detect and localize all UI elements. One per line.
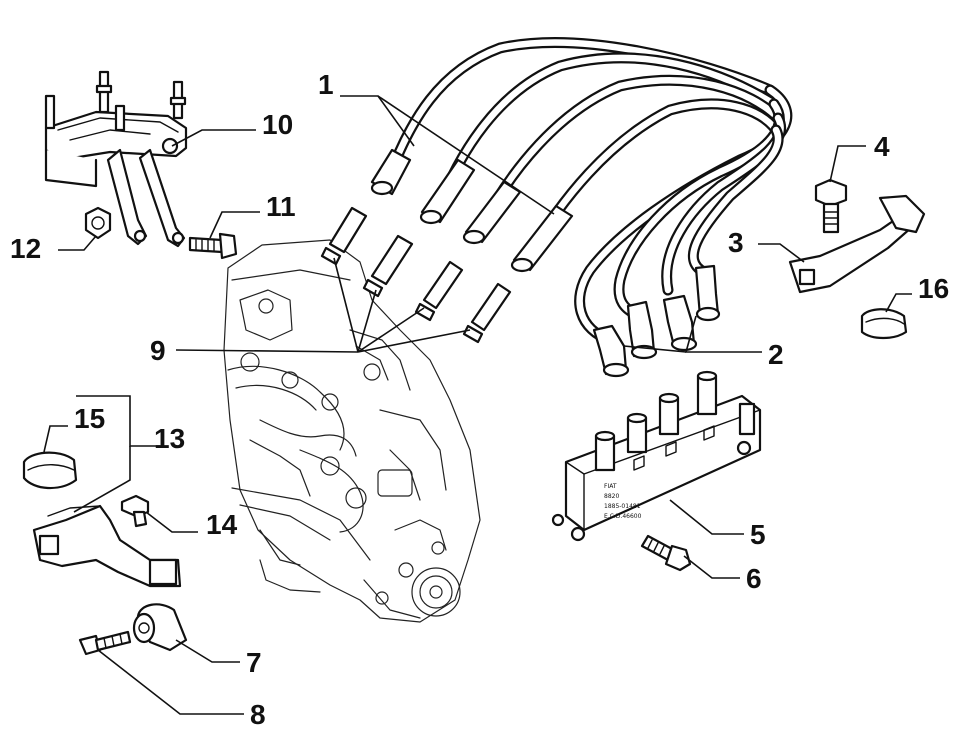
callout-6: 6 [746, 563, 762, 594]
part-4-bolt [814, 178, 848, 234]
callout-2: 2 [768, 339, 784, 370]
callout-15: 15 [74, 403, 105, 434]
coil-label-line4: E.C.D.46600 [604, 513, 642, 520]
part-15-clip [22, 451, 78, 490]
callout-10: 10 [262, 109, 293, 140]
callout-12: 12 [10, 233, 41, 264]
callout-4: 4 [874, 131, 890, 162]
callout-14: 14 [206, 509, 238, 540]
part-16-clip [860, 308, 908, 340]
callout-8: 8 [250, 699, 266, 730]
coil-label-line3: 1885-01481 [604, 503, 641, 510]
part-12-nut [84, 206, 112, 240]
part-14-bolt [120, 494, 150, 528]
coil-label-line1: FIAT [604, 483, 617, 490]
callout-3: 3 [728, 227, 744, 258]
callout-5: 5 [750, 519, 766, 550]
part-1-ignition-leads [370, 37, 793, 346]
part-8-bolt [78, 630, 132, 656]
part-3-bracket [788, 194, 926, 294]
part-11-bolt [188, 232, 238, 260]
leader-lines [43, 95, 912, 715]
callout-16: 16 [918, 273, 949, 304]
part-13-bracket [32, 504, 182, 588]
coil-label-line2: 8820 [604, 493, 619, 500]
part-7-knock-sensor [132, 603, 188, 652]
callout-13: 13 [154, 423, 185, 454]
part-10-bracket-assembly [44, 70, 188, 248]
part-6-bolt [640, 534, 692, 572]
engine-block [223, 239, 481, 623]
callout-9: 9 [150, 335, 166, 366]
part-2-coil-boots [592, 264, 721, 378]
callout-7: 7 [246, 647, 262, 678]
part-9-spark-plugs [320, 206, 512, 344]
part-5-ignition-coil: FIAT 8820 1885-01481 E.C.D.46600 [551, 370, 762, 542]
callout-numbers: 1 2 3 4 5 6 7 8 9 10 11 12 13 14 15 16 [10, 69, 949, 730]
callout-1: 1 [318, 69, 334, 100]
callout-11: 11 [266, 191, 296, 222]
